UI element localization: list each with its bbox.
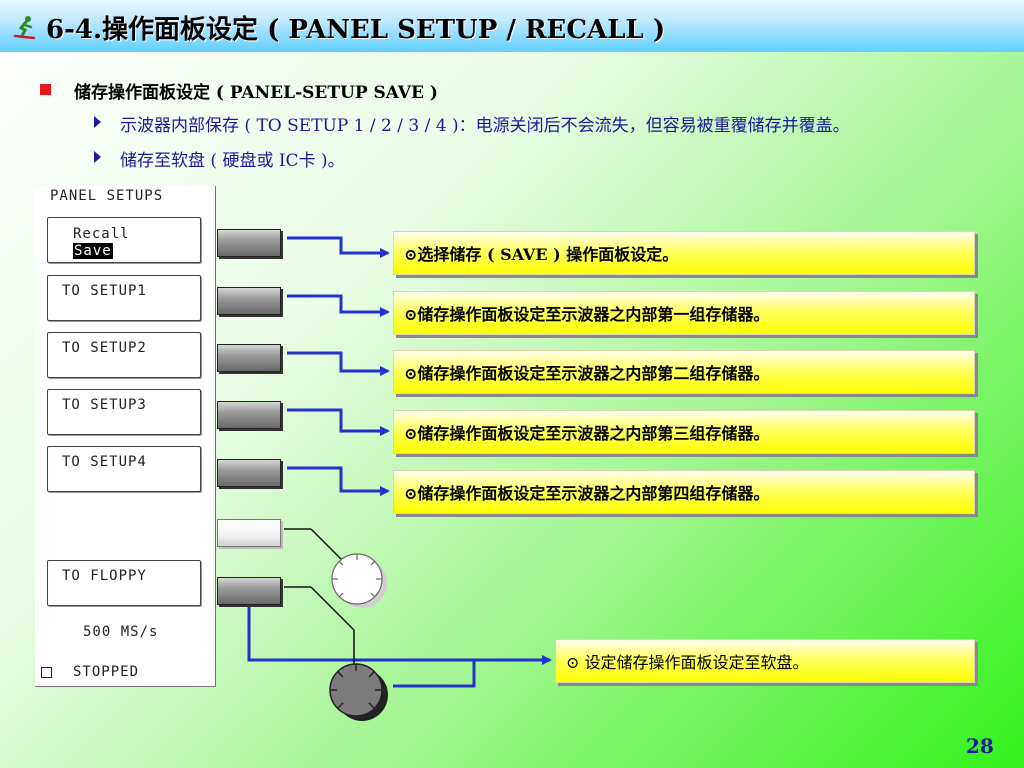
callout-setup4: ⊙储存操作面板设定至示波器之内部第四组存储器。: [393, 470, 975, 514]
callout-setup2-text: ⊙储存操作面板设定至示波器之内部第二组存储器。: [404, 364, 770, 383]
callout-floppy: ⊙ 设定储存操作面板设定至软盘。: [555, 639, 975, 683]
arrow-bullet-icon: [94, 116, 101, 128]
callout-setup3: ⊙储存操作面板设定至示波器之内部第三组存储器。: [393, 410, 975, 454]
callout-setup4-text: ⊙储存操作面板设定至示波器之内部第四组存储器。: [404, 484, 770, 503]
callout-setup1-text: ⊙储存操作面板设定至示波器之内部第一组存储器。: [404, 305, 770, 324]
callout-save-text: ⊙选择储存 ( SAVE ) 操作面板设定。: [404, 245, 679, 264]
to-setup4-menu-item[interactable]: TO SETUP4: [47, 446, 201, 492]
connector-setup3: [287, 408, 390, 436]
to-setup4-label: TO SETUP4: [62, 454, 147, 470]
to-floppy-menu-item[interactable]: TO FLOPPY: [47, 560, 201, 606]
title-bar: 6-4.操作面板设定 ( PANEL SETUP / RECALL ): [0, 0, 1024, 52]
to-setup1-menu-item[interactable]: TO SETUP1: [47, 275, 201, 321]
to-floppy-label: TO FLOPPY: [62, 568, 147, 584]
page-number: 28: [966, 734, 994, 758]
connector-save: [287, 236, 390, 258]
acquisition-status: STOPPED: [73, 664, 140, 680]
status-checkbox-icon: [41, 667, 52, 678]
connector-setup4: [287, 466, 390, 496]
bezel-key-5[interactable]: [217, 459, 281, 487]
callout-floppy-text: ⊙ 设定储存操作面板设定至软盘。: [566, 653, 809, 672]
bezel-key-1[interactable]: [217, 229, 281, 257]
panel-title: PANEL SETUPS: [50, 188, 164, 204]
bezel-key-2[interactable]: [217, 287, 281, 315]
connector-setup1: [287, 294, 390, 317]
callout-setup1: ⊙储存操作面板设定至示波器之内部第一组存储器。: [393, 291, 975, 335]
callout-save: ⊙选择储存 ( SAVE ) 操作面板设定。: [393, 231, 975, 275]
section-heading: 储存操作面板设定 ( PANEL-SETUP SAVE ): [74, 83, 438, 103]
callout-setup3-text: ⊙储存操作面板设定至示波器之内部第三组存储器。: [404, 424, 770, 443]
bezel-key-3[interactable]: [217, 344, 281, 372]
to-setup2-menu-item[interactable]: TO SETUP2: [47, 332, 201, 378]
bezel-key-4[interactable]: [217, 401, 281, 429]
callout-setup2: ⊙储存操作面板设定至示波器之内部第二组存储器。: [393, 350, 975, 394]
connector-setup2: [287, 351, 390, 376]
to-setup3-label: TO SETUP3: [62, 397, 147, 413]
save-label: Save: [73, 243, 113, 259]
sample-rate: 500 MS/s: [83, 624, 159, 640]
panel-setups-menu: PANEL SETUPS Recall Save TO SETUP1 TO SE…: [35, 186, 216, 687]
knob-dark-icon: [329, 663, 388, 721]
to-setup1-label: TO SETUP1: [62, 283, 147, 299]
recall-save-menu-item[interactable]: Recall Save: [47, 217, 201, 263]
intro-item-internal: 示波器内部保存 ( TO SETUP 1 / 2 / 3 / 4 )：电源关闭后…: [120, 116, 850, 136]
bullet-square-icon: [40, 84, 51, 95]
connector-knob: [393, 661, 476, 688]
knob-light-icon: [331, 553, 387, 608]
to-setup3-menu-item[interactable]: TO SETUP3: [47, 389, 201, 435]
to-setup2-label: TO SETUP2: [62, 340, 147, 356]
connector-floppy: [247, 605, 552, 665]
skier-icon: [13, 16, 36, 40]
recall-label: Recall: [73, 226, 130, 242]
bezel-key-6[interactable]: [217, 519, 281, 547]
bezel-key-7[interactable]: [217, 577, 281, 605]
intro-item-floppy: 储存至软盘 ( 硬盘或 IC卡 )。: [120, 151, 345, 171]
arrow-bullet-icon: [94, 151, 101, 163]
page-title: 6-4.操作面板设定 ( PANEL SETUP / RECALL ): [46, 15, 666, 45]
